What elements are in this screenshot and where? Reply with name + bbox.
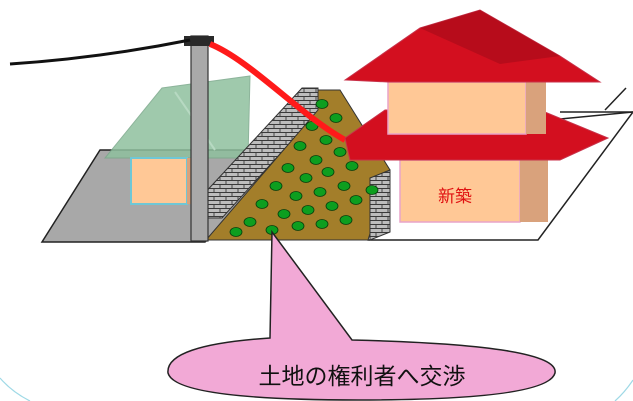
bush: [313, 187, 327, 197]
bush: [345, 161, 359, 171]
bush: [349, 195, 363, 205]
bush: [319, 135, 333, 145]
bush: [339, 215, 353, 225]
pole-crossarm: [184, 36, 214, 46]
lot-edge-stroke: [604, 87, 627, 111]
bush-group: [229, 99, 379, 237]
bush: [269, 181, 283, 191]
bush: [229, 227, 243, 237]
bush: [291, 221, 305, 231]
soil-strip: [204, 89, 391, 241]
bush: [309, 155, 323, 165]
brick-wall-right-face: [369, 169, 391, 241]
bush: [365, 185, 379, 195]
callout-bubble: [167, 229, 556, 401]
bush: [325, 201, 339, 211]
bush: [299, 173, 313, 183]
bush: [321, 167, 335, 177]
bush: [315, 219, 329, 229]
bush: [293, 141, 307, 151]
bush: [315, 99, 329, 109]
bush: [281, 163, 295, 173]
neighbor-house-wall: [130, 157, 188, 205]
bush: [301, 205, 315, 215]
new-building-label: 新築: [438, 187, 472, 207]
bush: [289, 191, 303, 201]
bush: [243, 217, 257, 227]
existing-power-line: [9, 38, 191, 66]
negotiation-label: 土地の権利者へ交渉: [259, 364, 466, 390]
new-service-cable: [208, 41, 347, 143]
utility-pole: [190, 35, 209, 242]
decorative-curve-left: [0, 377, 31, 401]
decorative-curve-right: [614, 379, 633, 401]
new-house-lower-wall: [399, 159, 521, 223]
bush: [333, 147, 347, 157]
negotiation-callout: 土地の権利者へ交渉: [167, 229, 556, 401]
new-house: 新築: [343, 9, 610, 223]
bush: [277, 209, 291, 219]
bush: [337, 181, 351, 191]
bush: [329, 113, 343, 123]
bush: [255, 199, 269, 209]
new-house-upper-wall: [387, 81, 527, 135]
neighbor-house-roof: [103, 75, 251, 159]
